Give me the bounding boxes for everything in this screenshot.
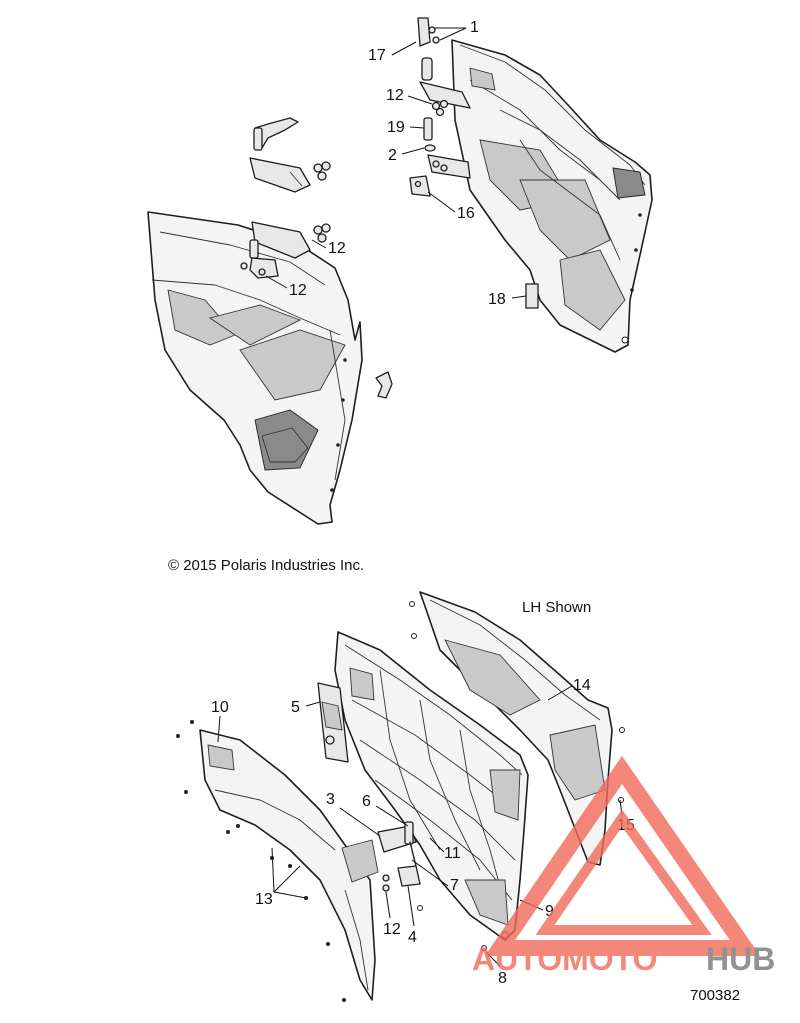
view-note: LH Shown: [522, 599, 591, 616]
callout-8: 8: [498, 970, 507, 987]
callout-1: 1: [470, 19, 479, 36]
callout-7: 7: [450, 877, 459, 894]
left-door-panel: [147, 211, 363, 525]
door-handle-clip: [375, 371, 393, 399]
callout-12: 12: [386, 87, 404, 104]
callout-12-upper-left: 12: [328, 240, 346, 257]
callout-12-latch: 12: [383, 921, 401, 938]
callout-17: 17: [368, 47, 386, 64]
callout-18: 18: [488, 291, 506, 308]
automotohub-watermark: AUTOMOTO HUB: [472, 755, 775, 977]
callout-12-lower-left: 12: [289, 282, 307, 299]
callout-11: 11: [444, 845, 461, 862]
callout-4: 4: [408, 929, 417, 946]
upper-callouts: 1 17 12 19 2 16 12 12 18: [265, 19, 527, 308]
callout-6: 6: [362, 793, 371, 810]
inner-door-frame: [334, 631, 529, 941]
copyright-text: © 2015 Polaris Industries Inc.: [168, 557, 364, 574]
diagram-number: 700382: [690, 987, 740, 1004]
callout-13: 13: [255, 891, 273, 908]
callout-14: 14: [573, 677, 591, 694]
right-door-panel: [451, 39, 653, 353]
callout-9: 9: [545, 903, 554, 920]
outer-door-skin: [409, 591, 625, 866]
mounting-plate: [317, 682, 349, 763]
bolt-group: [313, 223, 331, 243]
callout-16: 16: [457, 205, 475, 222]
callout-2: 2: [388, 147, 397, 164]
fasteners: [176, 720, 487, 1002]
left-upper-hinge: [249, 117, 331, 193]
callout-3: 3: [326, 791, 335, 808]
left-lower-hinge: [240, 221, 331, 279]
watermark-text-main: AUTOMOTO: [472, 941, 657, 977]
watermark-text-hub: HUB: [706, 941, 775, 977]
right-hinge-stack: [409, 17, 539, 309]
callout-5: 5: [291, 699, 300, 716]
callout-19: 19: [387, 119, 405, 136]
interior-trim-panel: [199, 729, 379, 1001]
bolt-group: [313, 161, 331, 181]
latch-assembly: [377, 821, 421, 892]
callout-10: 10: [211, 699, 229, 716]
